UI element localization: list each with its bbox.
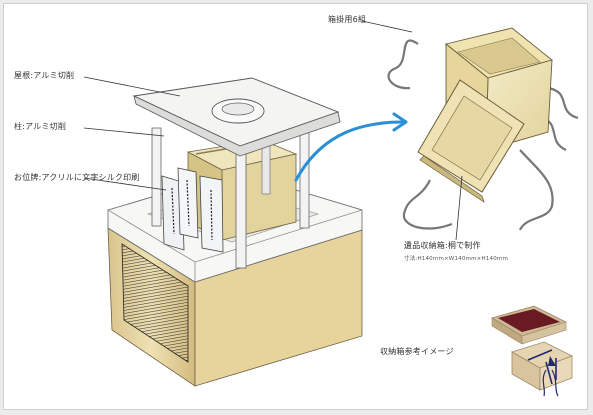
label-cord: 箱掛用6組 [328,15,367,24]
kiri-storage-box [387,27,579,231]
leader-lines [83,20,463,241]
label-urn-box: 遺品収納箱:桐で制作 [404,241,481,250]
blue-arrow [294,112,408,182]
label-dimensions: 寸法:H140mm×W140mm×H140mm [404,256,509,262]
reference-box-photo [476,300,582,400]
label-storage-image: 収納箱参考イメージ [380,347,454,356]
label-ihai: お位牌:アクリルに文字シルク印刷 [14,173,140,182]
ihai-tablets [161,167,224,253]
label-pillar: 柱:アルミ切削 [14,122,67,131]
label-roof: 屋根:アルミ切削 [14,71,75,80]
roof [132,77,341,157]
